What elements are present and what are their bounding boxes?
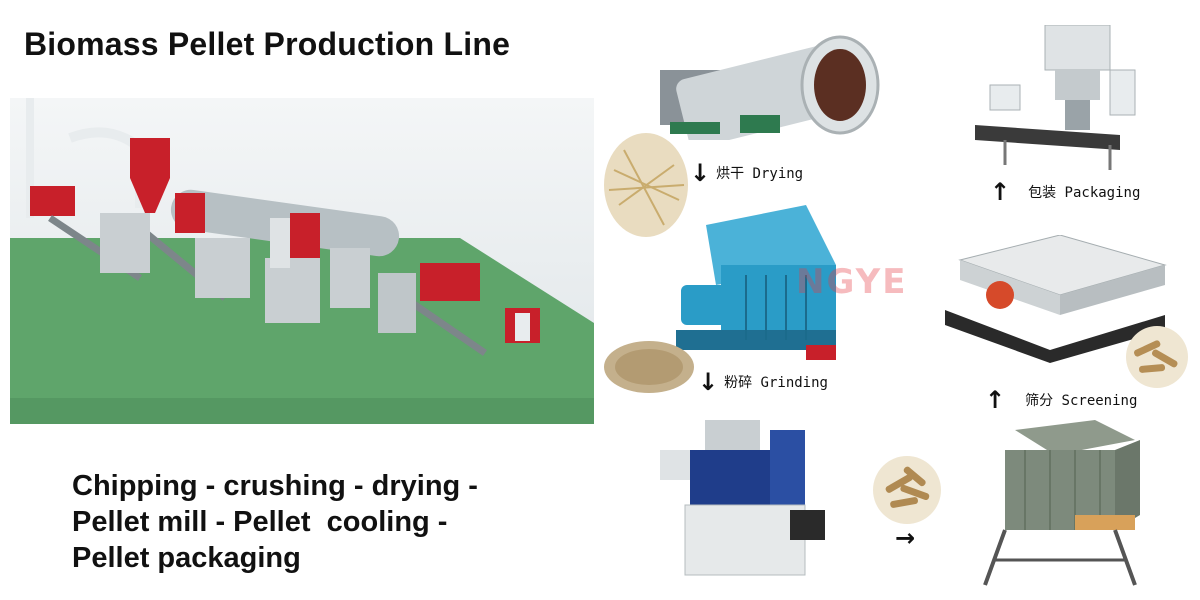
hammer-mill-machine: [676, 205, 836, 360]
step-label: 包装 Packaging: [1028, 185, 1141, 201]
sawdust-sample-image: [604, 341, 694, 393]
arrow-up-icon: ↑: [990, 178, 1011, 206]
step-screening: ↑ 筛分 Screening: [985, 386, 1138, 414]
step-drying: ↓ 烘干 Drying: [690, 159, 804, 187]
pellet-mill-machine: [660, 420, 825, 576]
arrow-down-icon: ↓: [690, 159, 711, 187]
step-label: 筛分 Screening: [1025, 393, 1138, 409]
arrow-up-icon: ↑: [985, 386, 1006, 414]
step-packaging: ↑ 包装 Packaging: [990, 178, 1141, 206]
drum-dryer-machine: [660, 35, 880, 140]
packaging-machine: [975, 25, 1136, 170]
pellet-sample-image: [873, 456, 941, 524]
straw-sample-image: [604, 133, 688, 237]
vibrating-screener-machine: [945, 235, 1167, 363]
brand-watermark: NGYE: [796, 262, 908, 302]
arrow-down-icon: ↓: [698, 368, 719, 396]
description-line: Pellet packaging: [72, 542, 301, 574]
step-grinding: ↓ 粉碎 Grinding: [698, 368, 828, 396]
pellet-cooler-machine: [983, 420, 1140, 586]
description-line: Chipping - crushing - drying -: [72, 470, 478, 502]
step-cooling: →: [895, 524, 916, 552]
process-description: Chipping - crushing - drying - Pellet mi…: [72, 468, 478, 576]
step-label: 烘干 Drying: [716, 166, 804, 182]
arrow-right-icon: →: [895, 524, 916, 552]
description-line: Pellet mill - Pellet cooling -: [72, 506, 448, 538]
step-label: 粉碎 Grinding: [724, 375, 828, 391]
page-title: Biomass Pellet Production Line: [24, 26, 511, 62]
production-line-illustration: [10, 98, 594, 424]
pellet-sample-image: [1126, 326, 1188, 388]
